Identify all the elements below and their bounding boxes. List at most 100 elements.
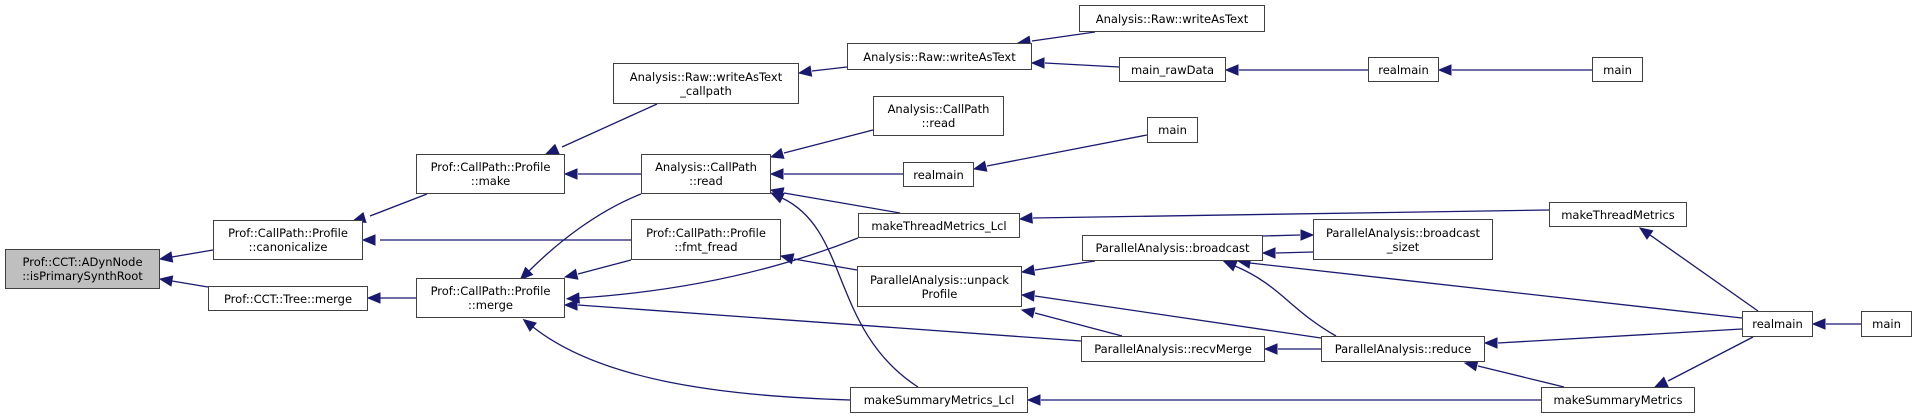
node-broadcast-sizet[interactable]: ParallelAnalysis::broadcast _sizet (1313, 219, 1493, 260)
edge-line (578, 237, 859, 299)
arrowhead-icon (1463, 360, 1479, 372)
node-broadcast[interactable]: ParallelAnalysis::broadcast (1082, 235, 1263, 261)
node-label: main_rawData (1130, 62, 1215, 77)
node-label: _callpath (680, 83, 732, 98)
node-write-as-text[interactable]: Analysis::Raw::writeAsText (847, 43, 1032, 70)
edge-line (171, 280, 209, 288)
edge-line (1034, 260, 1096, 271)
arrowhead-icon (1020, 264, 1036, 276)
node-write-as-text-callpath[interactable]: Analysis::Raw::writeAsText _callpath (613, 63, 799, 104)
node-make-summary-metrics-lcl[interactable]: makeSummaryMetrics_Lcl (850, 387, 1028, 413)
node-tree-merge[interactable]: Prof::CCT::Tree::merge (208, 286, 368, 311)
edge-broadcast-to-broadcastSizet (1262, 229, 1315, 241)
edge-reduce-to-unpackProfile (1020, 290, 1322, 339)
edge-line (171, 249, 214, 258)
node-label: ParallelAnalysis::reduce (1334, 342, 1472, 356)
edge-unpackProfile-to-fmtFread (779, 253, 858, 271)
edge-broadcastSizet-to-broadcast (1261, 247, 1314, 259)
node-label: Analysis::CallPath (887, 102, 990, 116)
node-label: Prof::CCT::ADynNode (22, 255, 143, 269)
node-make-thread-metrics-lcl[interactable]: makeThreadMetrics_Lcl (858, 213, 1020, 238)
node-label: Prof::CallPath::Profile (228, 226, 348, 240)
edge-callPathRead-to-profileMake (563, 168, 641, 180)
node-label: ::make (470, 174, 511, 188)
edge-line (561, 103, 658, 148)
arrowhead-icon (769, 147, 785, 159)
node-canonicalize[interactable]: Prof::CallPath::Profile ::canonicalize (213, 220, 363, 260)
edge-recvMerge-to-profileMerge (563, 299, 1082, 342)
node-fmt-fread[interactable]: Prof::CallPath::Profile ::fmt_fread (631, 219, 781, 260)
node-label: ::canonicalize (248, 240, 328, 254)
arrowhead-icon (1020, 290, 1035, 302)
node-main-raw-data[interactable]: main_rawData (1119, 57, 1226, 82)
edge-mainMid-to-realmainLeft (972, 134, 1148, 172)
node-write-as-text-overload[interactable]: Analysis::Raw::writeAsText (1079, 5, 1265, 32)
node-realmain-prof[interactable]: realmain (1742, 311, 1813, 337)
edge-line (1032, 209, 1550, 219)
edge-realmainTop-to-mainRawData (1224, 64, 1368, 76)
edge-profileMerge-to-treeMerge (366, 292, 416, 304)
node-main-raw[interactable]: main (1592, 57, 1643, 82)
edge-line (1649, 234, 1759, 312)
edge-line (781, 197, 919, 388)
arrowhead-icon (1224, 64, 1239, 76)
edge-line (811, 66, 848, 72)
node-label: realmain (1752, 317, 1803, 331)
node-label: Analysis::Raw::writeAsText (1095, 11, 1249, 26)
arrowhead-icon (1300, 229, 1315, 241)
edge-realmainRight-to-reduce (1483, 328, 1743, 349)
node-main-prof[interactable]: main (1861, 311, 1912, 337)
node-main[interactable]: main (1147, 117, 1198, 143)
edge-fmtFread-to-profileMerge (563, 259, 632, 280)
edge-line (1034, 295, 1322, 339)
node-recv-merge[interactable]: ParallelAnalysis::recvMerge (1081, 336, 1265, 362)
node-realmain[interactable]: realmain (903, 162, 974, 187)
edge-line (793, 258, 858, 271)
arrowhead-icon (779, 253, 795, 265)
edge-makeThreadMetrics-to-makeThreadMetricsLcl (1018, 209, 1550, 224)
arrowhead-icon (563, 299, 578, 311)
edge-reduce-to-broadcast (1222, 260, 1337, 337)
edge-line (577, 259, 632, 275)
edge-callPathReadUpper-to-callPathRead (769, 129, 874, 159)
node-callpath-read[interactable]: Analysis::CallPath ::read (641, 154, 771, 194)
node-unpack-profile[interactable]: ParallelAnalysis::unpack Profile (857, 266, 1022, 307)
arrowhead-icon (1638, 227, 1654, 240)
arrowhead-icon (1030, 57, 1045, 69)
edge-realmainRight-to-makeThreadMetrics (1638, 227, 1759, 312)
edge-broadcast-to-unpackProfile (1020, 260, 1096, 276)
arrowhead-icon (769, 192, 785, 204)
edge-makeSummaryMetrics-to-makeSummaryMetricsLcl (1026, 394, 1541, 406)
arrowhead-icon (1653, 376, 1669, 388)
edge-line (783, 192, 901, 214)
node-label: makeThreadMetrics_Lcl (871, 218, 1007, 233)
node-profile-merge[interactable]: Prof::CallPath::Profile ::merge (416, 278, 565, 318)
edge-line (1275, 251, 1314, 254)
edge-makeThreadMetricsLcl-to-callPathRead (769, 187, 901, 214)
edge-mainRawData-to-writeAsTextMid (1030, 57, 1120, 69)
node-make-summary-metrics[interactable]: makeSummaryMetrics (1541, 387, 1695, 413)
node-label: ParallelAnalysis::broadcast (1095, 241, 1250, 255)
node-label: Profile (921, 286, 958, 301)
node-profile-make[interactable]: Prof::CallPath::Profile ::make (416, 154, 565, 194)
node-make-thread-metrics[interactable]: makeThreadMetrics (1549, 202, 1687, 227)
arrowhead-icon (366, 292, 381, 304)
edge-line (1234, 265, 1337, 337)
edge-fmtFread-to-canonicalize (361, 234, 631, 246)
node-label: ::merge (468, 298, 513, 312)
node-label: main (1158, 123, 1187, 137)
node-label: main (1603, 62, 1632, 77)
node-realmain-raw[interactable]: realmain (1368, 57, 1439, 82)
edge-realmainRight-to-makeSummaryMetrics (1653, 336, 1754, 388)
edge-canonicalize-to-isPrimarySynthRoot (158, 249, 214, 263)
edge-makeSummaryMetrics-to-reduce (1463, 360, 1565, 388)
edge-mainRight-to-realmainRight (1811, 318, 1861, 330)
edge-line (577, 304, 1082, 342)
edge-mainTop-to-realmainTop (1437, 64, 1592, 76)
edge-line (1477, 365, 1565, 388)
node-callpath-read-overload[interactable]: Analysis::CallPath ::read (873, 96, 1004, 136)
arrowhead-icon (972, 160, 988, 172)
node-reduce[interactable]: ParallelAnalysis::reduce (1321, 336, 1485, 362)
